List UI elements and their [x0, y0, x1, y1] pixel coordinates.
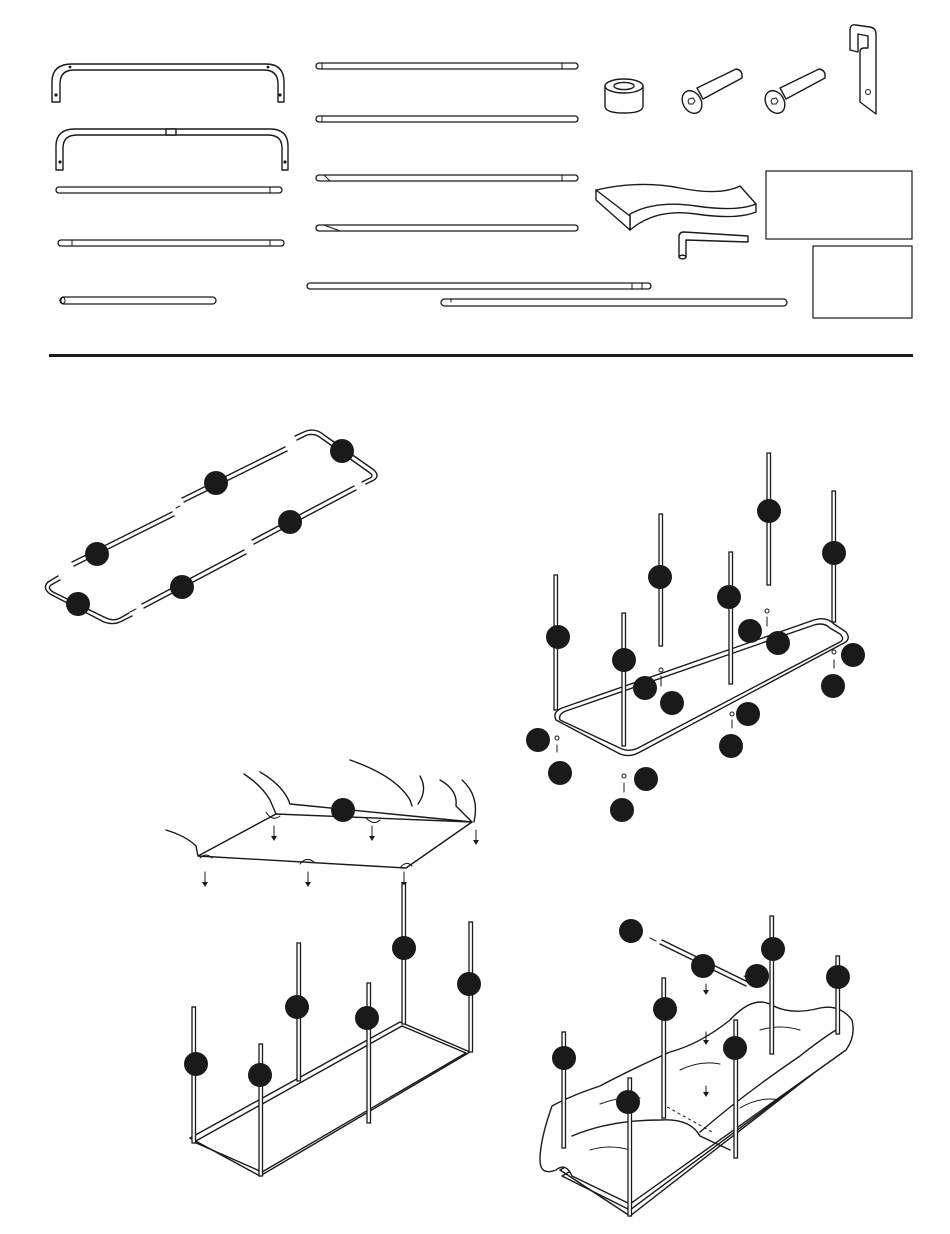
callout-marker	[723, 1036, 747, 1060]
seat-pad-icon	[596, 184, 756, 230]
leg-tubes	[192, 884, 473, 1176]
hook-bracket-icon	[850, 25, 876, 114]
callout-marker	[717, 585, 741, 609]
jointed-curved-end-rail-icon	[56, 129, 288, 170]
callout-marker	[633, 676, 657, 700]
callout-marker	[85, 542, 109, 566]
callout-marker	[278, 510, 302, 534]
callout-marker	[285, 995, 309, 1019]
long-tube-b-icon	[316, 116, 578, 122]
callout-marker	[612, 648, 636, 672]
blank-label-box	[813, 246, 912, 318]
long-tube-d-icon	[316, 225, 578, 231]
callout-marker	[392, 936, 416, 960]
hex-key-icon	[679, 232, 748, 259]
callout-marker	[841, 643, 865, 667]
callout-marker	[745, 964, 769, 988]
section-divider	[49, 354, 913, 357]
callout-marker	[619, 919, 643, 943]
step-1-bottom-frame	[45, 430, 377, 623]
callout-marker	[170, 575, 194, 599]
curved-end-rail-icon	[52, 64, 284, 102]
callout-marker	[248, 1063, 272, 1087]
long-tube-a-icon	[316, 63, 578, 69]
step-4-top-rails	[540, 916, 853, 1216]
callout-marker	[826, 965, 850, 989]
callout-marker	[761, 937, 785, 961]
callout-marker	[204, 471, 228, 495]
long-tube-e-icon	[307, 283, 651, 289]
callout-marker	[648, 565, 672, 589]
callout-marker	[184, 1052, 208, 1076]
blank-label-box	[766, 171, 912, 239]
long-tube-f-icon	[441, 299, 787, 306]
callout-marker	[616, 1090, 640, 1114]
callout-marker	[821, 674, 845, 698]
callout-marker	[634, 767, 658, 791]
callout-marker	[66, 592, 90, 616]
callout-marker	[822, 541, 846, 565]
long-tube-c-icon	[316, 175, 578, 181]
callout-marker	[736, 702, 760, 726]
step-3-cover	[166, 760, 481, 1176]
step-2-legs	[526, 453, 865, 822]
hex-bolt-icon	[761, 69, 825, 117]
callout-marker	[653, 997, 677, 1021]
leg-tubes	[554, 453, 836, 746]
callout-marker	[719, 734, 743, 758]
callout-marker	[330, 439, 354, 463]
hex-bolt-icon	[678, 69, 742, 117]
spacer-sleeve-icon	[605, 79, 643, 113]
parts-list	[52, 25, 912, 318]
callout-marker	[766, 631, 790, 655]
callout-marker	[757, 499, 781, 523]
callout-marker	[691, 954, 715, 978]
callout-marker	[457, 972, 481, 996]
callout-marker	[526, 728, 550, 752]
callout-marker	[738, 619, 762, 643]
callout-marker	[331, 798, 355, 822]
short-tube-b-icon	[58, 240, 284, 246]
short-tube-a-icon	[56, 187, 282, 193]
callout-marker	[546, 625, 570, 649]
callout-marker	[548, 761, 572, 785]
callout-marker	[610, 798, 634, 822]
short-tube-c-icon	[60, 297, 216, 304]
callout-marker	[355, 1006, 379, 1030]
callout-marker	[660, 691, 684, 715]
callout-marker	[552, 1046, 576, 1070]
